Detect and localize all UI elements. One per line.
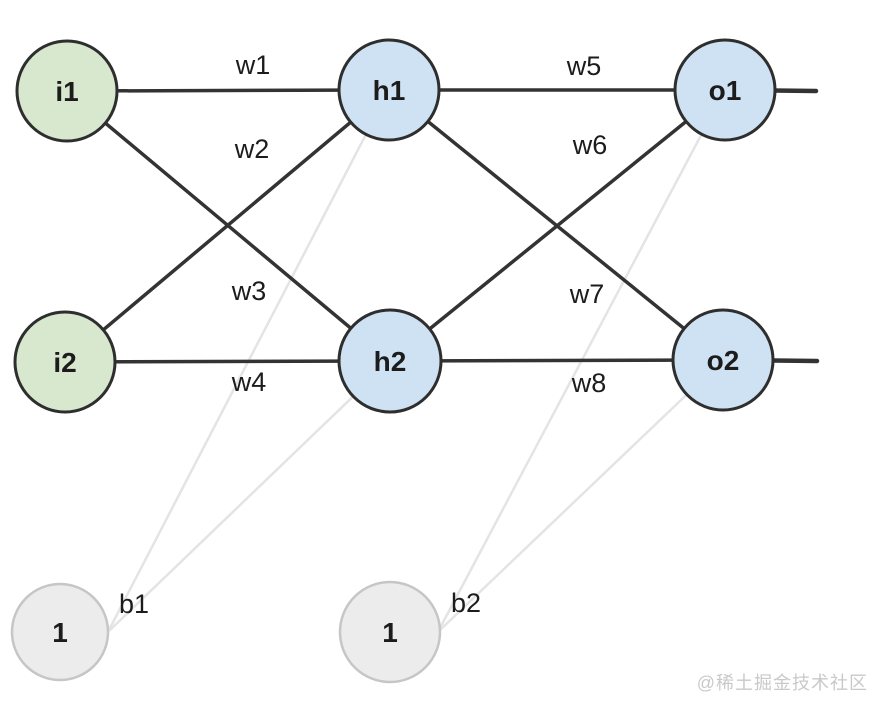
weight-label-w6: w6 bbox=[572, 130, 608, 160]
watermark-text: @稀土掘金技术社区 bbox=[696, 673, 868, 693]
node-i1: i1 bbox=[15, 39, 119, 143]
node-o1: o1 bbox=[673, 38, 777, 142]
weight-label-w5: w5 bbox=[566, 51, 602, 81]
node-h1-circle bbox=[337, 38, 441, 142]
edge-h2-o2 bbox=[388, 358, 725, 363]
node-o2: o2 bbox=[671, 308, 775, 412]
node-h2-circle bbox=[337, 308, 443, 414]
node-bias2-circle bbox=[338, 580, 442, 684]
edge-labels: w1 w2 w3 w4 w5 w6 w7 w8 b1 b2 bbox=[119, 50, 607, 619]
weight-label-w8: w8 bbox=[571, 368, 607, 398]
edge-h1-o2 bbox=[387, 88, 725, 362]
weight-label-w1: w1 bbox=[235, 50, 271, 80]
weight-label-w3: w3 bbox=[231, 276, 267, 306]
node-h2-label: h2 bbox=[374, 346, 407, 377]
weight-label-w7: w7 bbox=[569, 279, 605, 309]
node-o1-label: o1 bbox=[709, 75, 742, 106]
node-i2-label: i2 bbox=[53, 347, 76, 378]
node-i1-label: i1 bbox=[55, 76, 78, 107]
node-bias2: 1 bbox=[338, 580, 442, 684]
node-o2-label: o2 bbox=[707, 345, 740, 376]
node-h1: h1 bbox=[337, 38, 441, 142]
edge-b1-h1 bbox=[108, 88, 391, 630]
edge-i1-h1 bbox=[65, 88, 391, 93]
bias-label-b1: b1 bbox=[119, 589, 149, 619]
edge-i1-h2 bbox=[65, 89, 392, 363]
node-h1-label: h1 bbox=[373, 75, 406, 106]
node-bias1-circle bbox=[10, 582, 110, 682]
weight-label-w4: w4 bbox=[231, 367, 267, 397]
nodes: i1 i2 h1 h2 o1 o2 bbox=[10, 38, 777, 684]
node-h2: h2 bbox=[337, 308, 443, 414]
node-bias2-label: 1 bbox=[382, 617, 398, 648]
node-bias1-label: 1 bbox=[52, 617, 68, 648]
node-bias1: 1 bbox=[10, 582, 110, 682]
edge-i2-h2 bbox=[63, 359, 392, 364]
edge-b2-o2 bbox=[438, 358, 725, 632]
node-i2-circle bbox=[13, 310, 117, 414]
weight-label-w2: w2 bbox=[234, 134, 270, 164]
node-o2-circle bbox=[671, 308, 775, 412]
node-i1-circle bbox=[15, 39, 119, 143]
bias-label-b2: b2 bbox=[451, 588, 481, 618]
edge-b1-h2 bbox=[108, 359, 392, 632]
node-o1-circle bbox=[673, 38, 777, 142]
node-i2: i2 bbox=[13, 310, 117, 414]
